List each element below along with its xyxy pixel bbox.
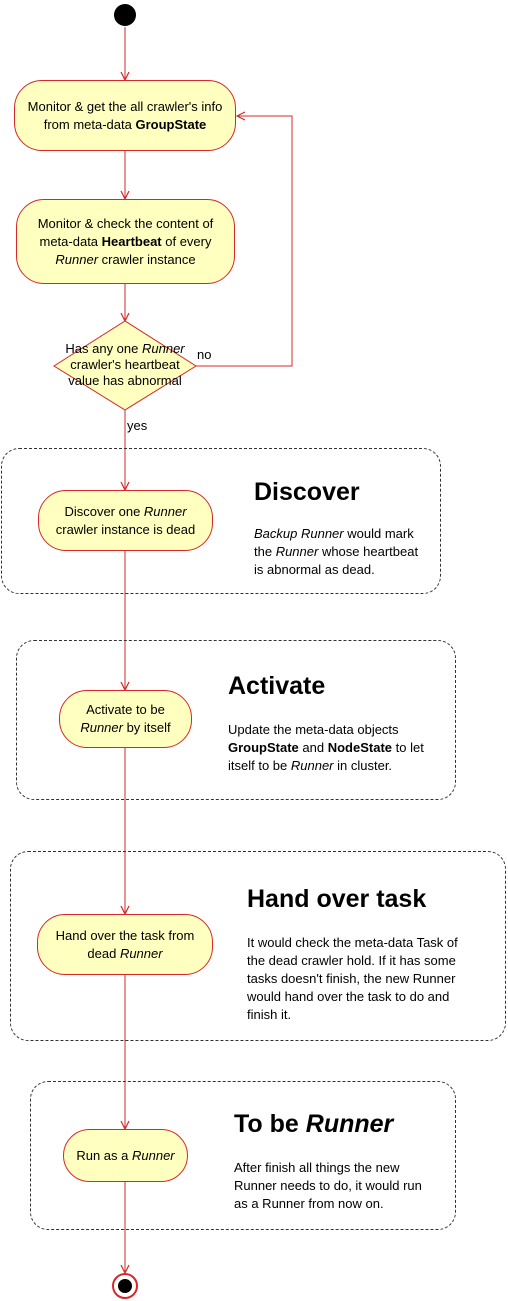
- yes-label: yes: [127, 418, 148, 433]
- runner-frame: [30, 1081, 456, 1230]
- runner-description: After finish all things the new Runner n…: [234, 1160, 422, 1211]
- end-node-dot: [118, 1279, 132, 1293]
- decision-question: Has any one Runner crawler's heartbeat v…: [65, 341, 185, 388]
- discover-frame: [1, 448, 441, 594]
- handover-title: Hand over task: [247, 885, 427, 913]
- monitor-heartbeat-node: Monitor & check the content of meta-data…: [16, 199, 235, 284]
- decision-diamond: [53, 320, 197, 411]
- handover-node: Hand over the task from dead Runner: [37, 914, 213, 975]
- runner-title: To be Runner: [234, 1110, 394, 1138]
- edge-decision-no-loop: [196, 116, 293, 367]
- monitor-groupstate-node: Monitor & get the all crawler's info fro…: [14, 80, 236, 151]
- start-node: [114, 4, 136, 26]
- run-as-runner-node: Run as a Runner: [63, 1129, 188, 1182]
- discover-title: Discover: [254, 478, 360, 506]
- handover-frame: [10, 851, 506, 1041]
- discover-description: Backup Runner would mark the Runner whos…: [254, 526, 419, 577]
- activate-title: Activate: [228, 672, 326, 700]
- end-node: [112, 1273, 138, 1299]
- activate-frame: [16, 640, 456, 800]
- activate-node: Activate to be Runner by itself: [59, 690, 192, 748]
- activate-description: Update the meta-data objects GroupState …: [228, 722, 424, 773]
- discover-node: Discover one Runner crawler instance is …: [38, 490, 213, 551]
- no-label: no: [197, 347, 212, 362]
- handover-description: It would check the meta-data Task of the…: [247, 935, 458, 1022]
